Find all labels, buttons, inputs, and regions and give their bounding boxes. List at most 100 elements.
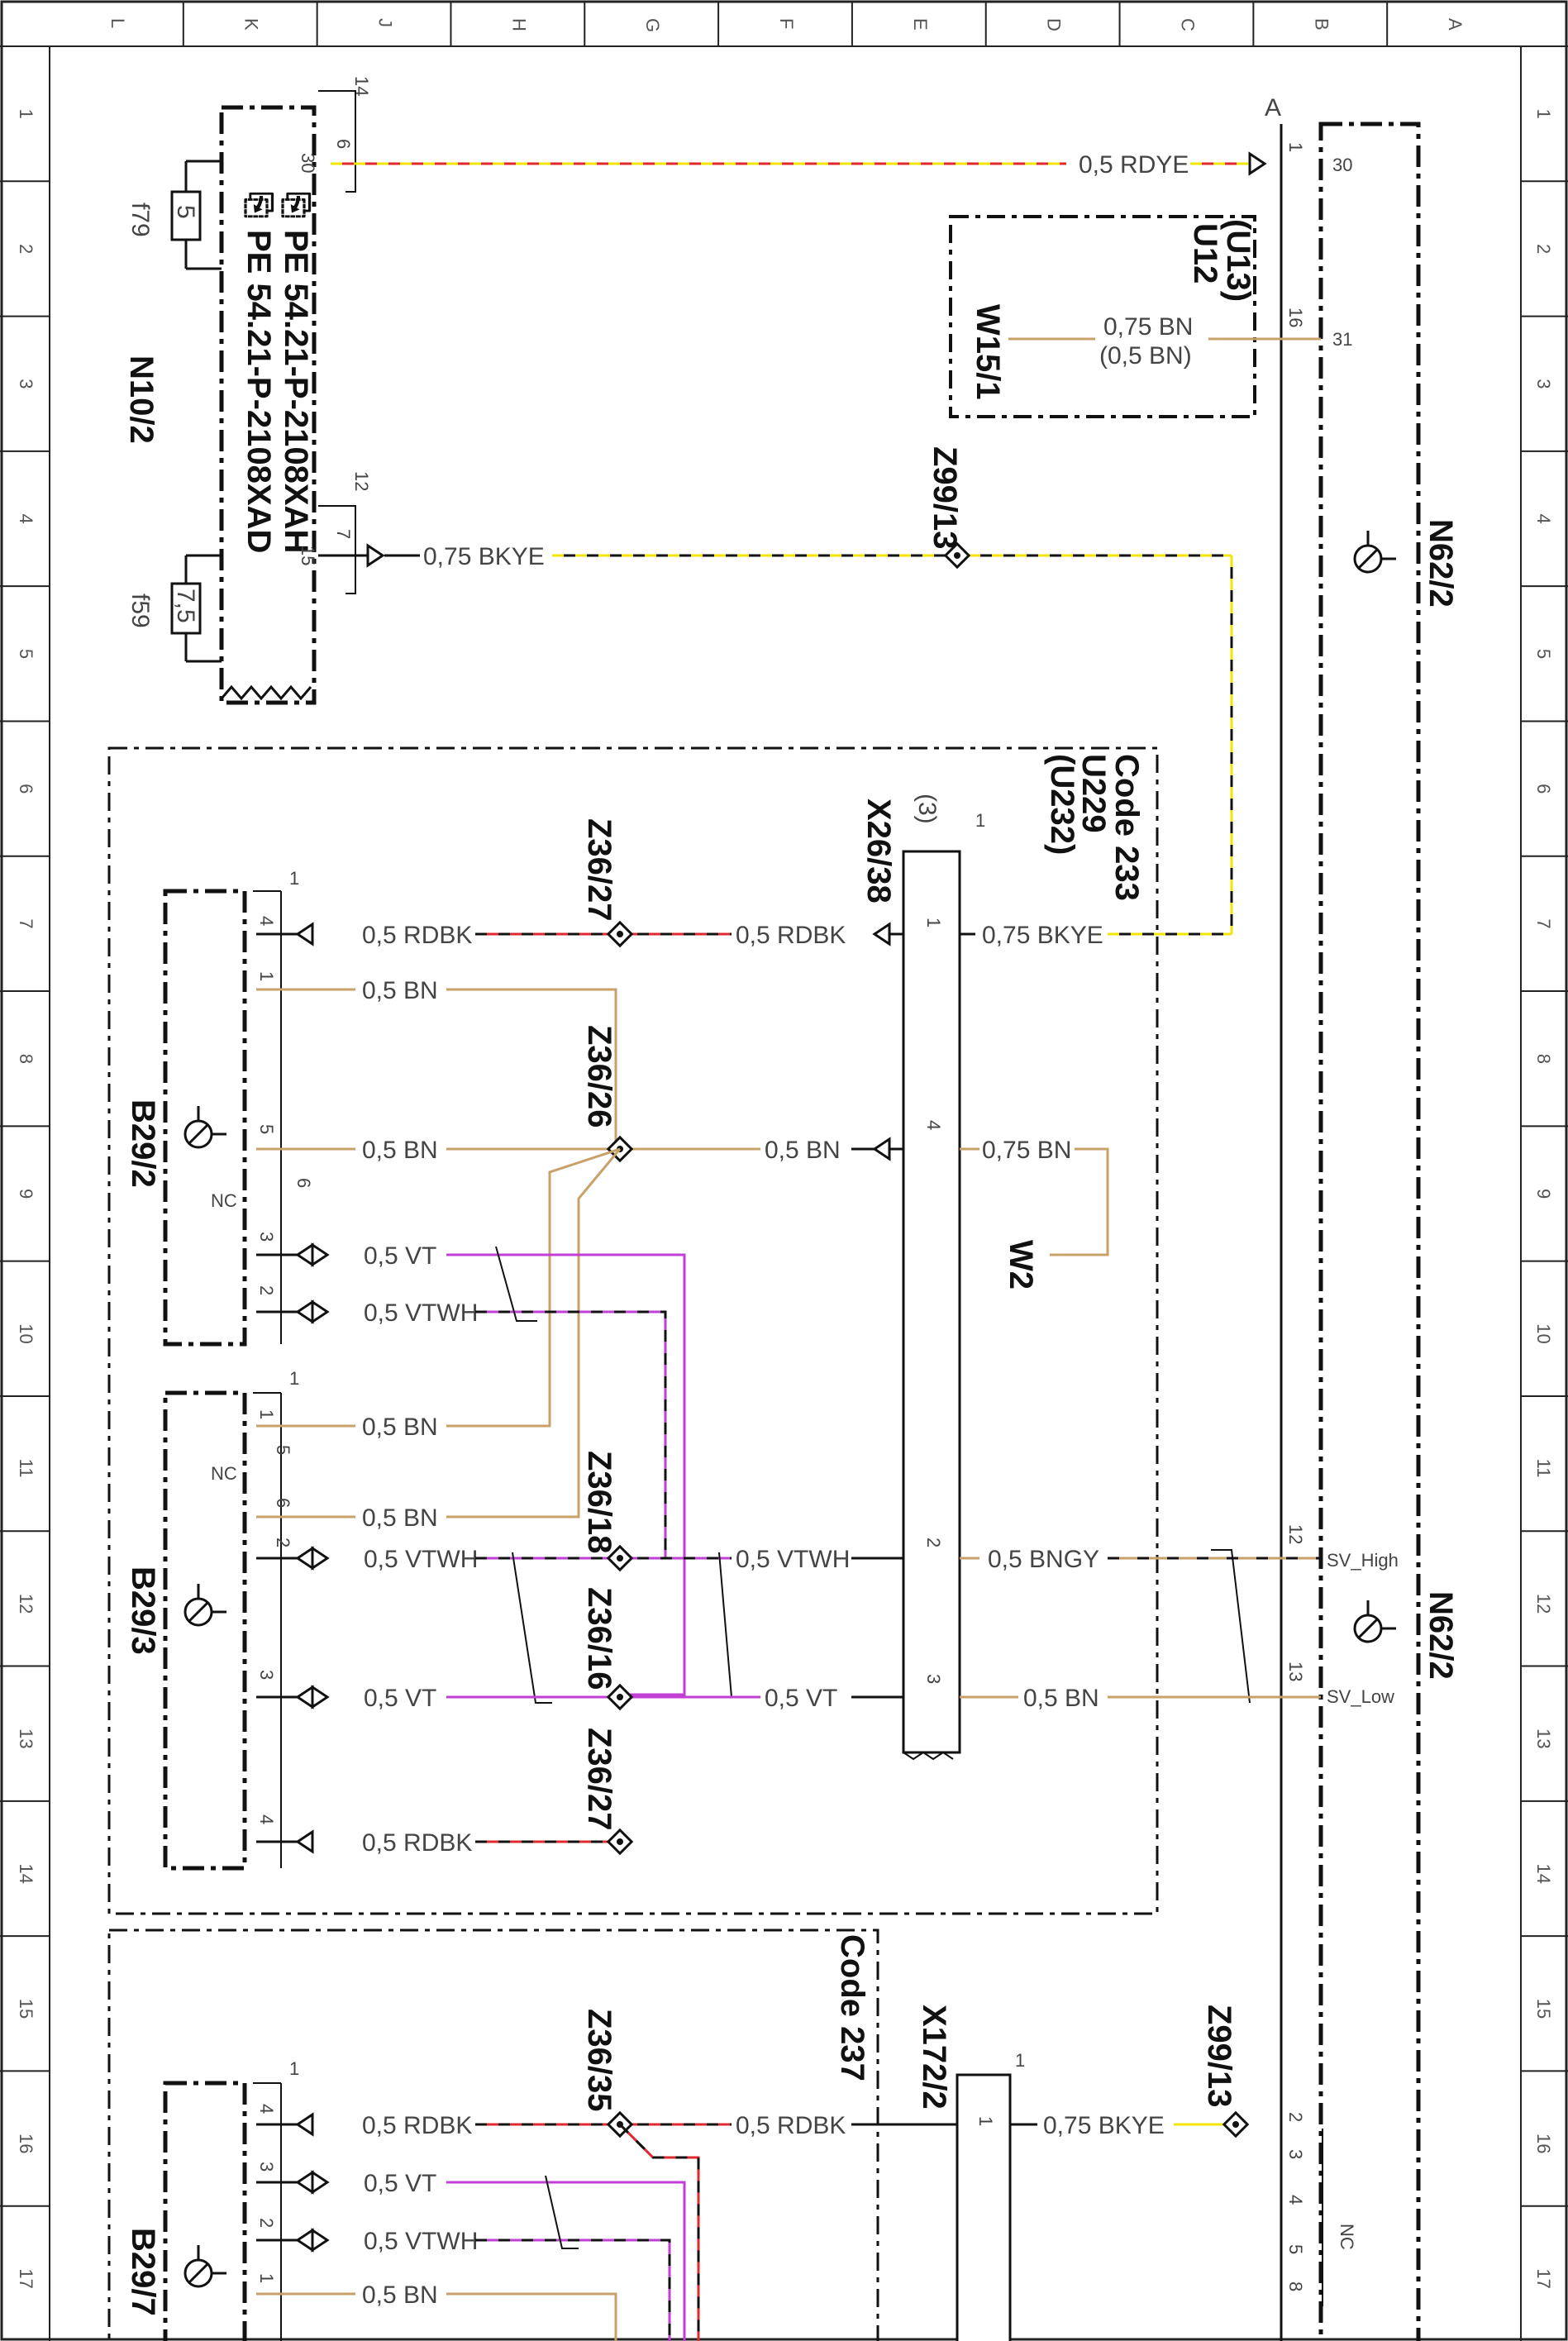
grid-column-label: B	[1311, 18, 1332, 31]
grid-row-label: 9	[1533, 1189, 1554, 1199]
grid-column-label: L	[107, 18, 128, 28]
b29-3-wires: 0,5 BN 0,5 BN 0,5 VTWH Z36/18 0,5 VTWH 0…	[256, 1414, 1321, 1857]
pin-13: 13	[1285, 1662, 1306, 1681]
pin-31: 31	[1332, 329, 1352, 350]
pin-8: 8	[1285, 2281, 1306, 2291]
w15-1-label: W15/1	[970, 304, 1006, 400]
wire-label-bn-b29-2-5: 0,5 BN	[362, 1137, 438, 1164]
u232-label: (U232)	[1044, 754, 1080, 855]
grid-row-label: 8	[1533, 1054, 1554, 1064]
pin-30: 30	[1332, 155, 1352, 175]
pe-reference-2: PE 54.21-P-2108XAH	[278, 230, 314, 553]
fuse-f59: 7,5 f59	[126, 554, 222, 663]
z36-27a-label: Z36/27	[581, 818, 617, 922]
f79-label: f79	[126, 203, 154, 237]
n10-2-label: N10/2	[123, 355, 160, 444]
w2-label: W2	[1003, 1240, 1039, 1290]
u12-box: U12 (U13) W15/1 0,75 BN (0,5 BN)	[949, 215, 1321, 418]
pin-12: 12	[1285, 1524, 1306, 1544]
wire-label-bkye-x172: 0,75 BKYE	[1043, 2112, 1165, 2139]
pin-5: 5	[1285, 2244, 1306, 2254]
wire-label-bn-x26-4: 0,5 BN	[765, 1137, 841, 1164]
pin-5: 5	[273, 1445, 293, 1455]
n62-sensor-icon-top	[1353, 529, 1398, 574]
pin-1: 1	[256, 1409, 277, 1419]
z36-18-label: Z36/18	[581, 1451, 617, 1554]
grid-column-label: J	[375, 18, 396, 27]
wire-label-rdbk-x172: 0,5 RDBK	[736, 2112, 846, 2139]
grid-row-label: 17	[1533, 2268, 1554, 2288]
z99-13-top-label: Z99/13	[927, 446, 963, 550]
b29-3-sensor: 1 B29/3 1 5 NC 6 2 3 4	[125, 1368, 299, 1871]
pin-4: 4	[256, 916, 277, 926]
nc-b29-2: NC	[211, 1190, 237, 1211]
grid-column-label: C	[1177, 18, 1198, 31]
x26-pin-4: 4	[923, 1120, 944, 1130]
grid-column-label: A	[1445, 18, 1466, 31]
pin-2: 2	[273, 1538, 293, 1547]
pin-sv-low: SV_Low	[1327, 1686, 1394, 1707]
u13-label: (U13)	[1220, 219, 1256, 302]
pin-1: 1	[256, 2273, 277, 2283]
pin-15: 15	[298, 546, 318, 565]
wire-label-bn-w2: 0,75 BN	[982, 1137, 1071, 1164]
b29-3-sensor-icon	[183, 1582, 228, 1627]
grid-row-label: 7	[1533, 918, 1554, 928]
grid-row-label: 4	[16, 514, 36, 524]
grid-column-label: D	[1044, 18, 1065, 31]
pin-4: 4	[256, 2104, 277, 2114]
conn-12: 12	[351, 471, 372, 491]
code-237-label: Code 237	[834, 1934, 870, 2081]
grid-row-label: 5	[16, 649, 36, 659]
grid-row-label: 6	[1533, 784, 1554, 794]
grid-column-label: K	[241, 18, 262, 31]
z36-16-label: Z36/16	[581, 1587, 617, 1690]
z99-13-bot-label: Z99/13	[1201, 2005, 1237, 2108]
wire-label-rdbk-b29-3: 0,5 RDBK	[362, 1829, 472, 1857]
b29-7-sensor: 1 B29/7 4 3 2 1	[125, 2058, 299, 2341]
grid-row-label: 13	[1533, 1728, 1554, 1748]
n62-sensor-icon-mid	[1353, 1599, 1398, 1643]
n10-2-pins: 14 12 30 6 15 7	[298, 76, 372, 594]
grid-row-label: 8	[16, 1054, 36, 1064]
pin-2: 2	[256, 2218, 277, 2228]
n62-2-label-top: N62/2	[1423, 519, 1459, 608]
pin-5: 5	[256, 1124, 277, 1134]
grid-row-label: 9	[16, 1189, 36, 1199]
grid-row-label: 17	[16, 2268, 36, 2288]
wire-label-vtwh-b29-7: 0,5 VTWH	[364, 2228, 478, 2255]
grid-row-label: 4	[1533, 514, 1554, 524]
wire-label-rdbk-x26: 0,5 RDBK	[736, 922, 846, 949]
row7-wires: 0,75 BKYE 0,5 RDBK 0,5 RDBK Z36/27	[256, 818, 1232, 949]
pin-3: 3	[1285, 2149, 1306, 2159]
wire-label-bn075: 0,75 BN	[1103, 313, 1193, 341]
pe-icon-2: ⎘	[278, 192, 314, 218]
n62-2-module: A N62/2 N62/2	[1265, 94, 1459, 2341]
pin-7: 7	[333, 529, 354, 539]
n62-2-label-mid: N62/2	[1423, 1591, 1459, 1680]
x26-38-label: X26/38	[860, 799, 897, 904]
pin-1: 1	[1285, 142, 1306, 152]
grid-row-label: 3	[1533, 379, 1554, 389]
bn-wires-b29-2: 0,5 BN 0,5 BN 0,5 BN Z36/26 0,75 BN W2	[256, 977, 1109, 1519]
grid-row-label: 16	[16, 2134, 36, 2153]
grid-row-label: 10	[16, 1323, 36, 1343]
grid-row-label: 11	[16, 1459, 36, 1478]
grid-row-label: 15	[1533, 1999, 1554, 2019]
wire-label-bn-b29-3-6: 0,5 BN	[362, 1504, 438, 1532]
f59-label: f59	[126, 594, 154, 628]
pin-sv-high: SV_High	[1327, 1550, 1399, 1571]
grid-row-label: 3	[16, 379, 36, 389]
wire-label-bn-sv-low: 0,5 BN	[1023, 1685, 1099, 1712]
pin-6: 6	[273, 1498, 293, 1508]
u229-label: U229	[1075, 754, 1112, 833]
b29-3-label: B29/3	[125, 1566, 161, 1655]
fuse-f79: 5 f79	[126, 160, 222, 270]
grid-row-label: 14	[16, 1863, 36, 1883]
b29-7-sensor-icon	[183, 2243, 228, 2288]
b29-7-wires: 0,5 RDBK Z36/35 0,5 RDBK 0,75 BKYE Z99/1…	[256, 2005, 1249, 2341]
